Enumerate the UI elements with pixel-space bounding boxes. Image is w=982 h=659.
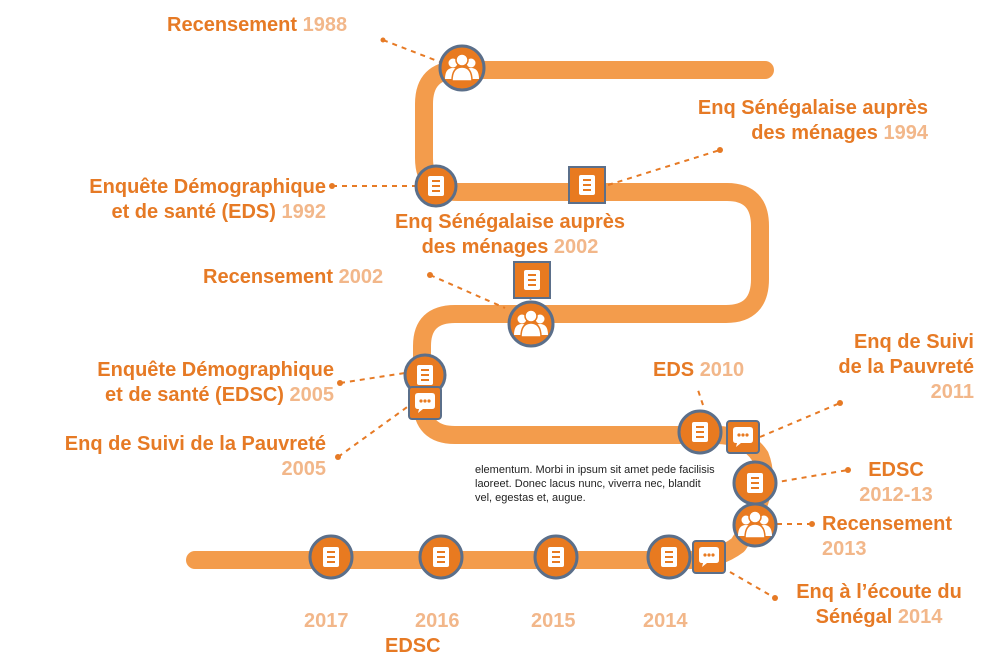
label-eds-2010: EDS 2010 [653, 359, 745, 381]
document-icon [677, 409, 723, 455]
document-icon [568, 166, 606, 204]
document-icon [418, 534, 464, 580]
chat-icon [692, 540, 726, 574]
document-icon [308, 534, 354, 580]
document-icon [732, 460, 778, 506]
year-label: 2016 [415, 610, 460, 632]
label-esam-1994: Enq Sénégalaise auprès des ménages 1994 [697, 97, 928, 144]
connector [771, 469, 849, 484]
label-edsc-2005: Enquête Démographique et de santé (EDSC)… [97, 359, 334, 406]
chat-icon [408, 386, 442, 420]
people-icon [732, 502, 778, 548]
connector [339, 372, 406, 384]
chat-icon [726, 420, 760, 454]
connector [382, 39, 441, 63]
body-text: elementum. Morbi in ipsum sit amet pede … [475, 464, 715, 504]
connector [429, 274, 506, 309]
year-label: 2014 [643, 610, 688, 632]
connector [759, 402, 841, 438]
label-esp-2005: Enq de Suivi de la Pauvreté 2005 [64, 433, 326, 480]
connector [729, 571, 776, 599]
connector [697, 389, 704, 406]
document-icon [513, 261, 551, 299]
label-esam-2002: Enq Sénégalaise auprès des ménages 2002 [394, 211, 626, 258]
connector [607, 149, 721, 186]
year-label: 2017 [304, 610, 349, 632]
connector [337, 404, 411, 458]
document-icon [414, 164, 458, 208]
year-label: 2015 [531, 610, 576, 632]
label-edsc-bottom: EDSC [385, 635, 441, 657]
document-icon [646, 534, 692, 580]
label-edsc-2012: EDSC 2012-13 [859, 459, 933, 506]
label-recensement-2002: Recensement 2002 [203, 266, 384, 288]
label-ecoute-2014: Enq à l’écoute du Sénégal 2014 [796, 581, 962, 628]
label-eds-1992: Enquête Démographique et de santé (EDS) … [89, 176, 326, 223]
people-icon [438, 44, 486, 92]
label-recensement-2013: Recensement 2013 [822, 513, 953, 560]
document-icon [533, 534, 579, 580]
label-recensement-1988: Recensement 1988 [167, 14, 348, 36]
label-esp-2011: Enq de Suivi de la Pauvreté 2011 [838, 331, 974, 403]
people-icon [507, 300, 555, 348]
